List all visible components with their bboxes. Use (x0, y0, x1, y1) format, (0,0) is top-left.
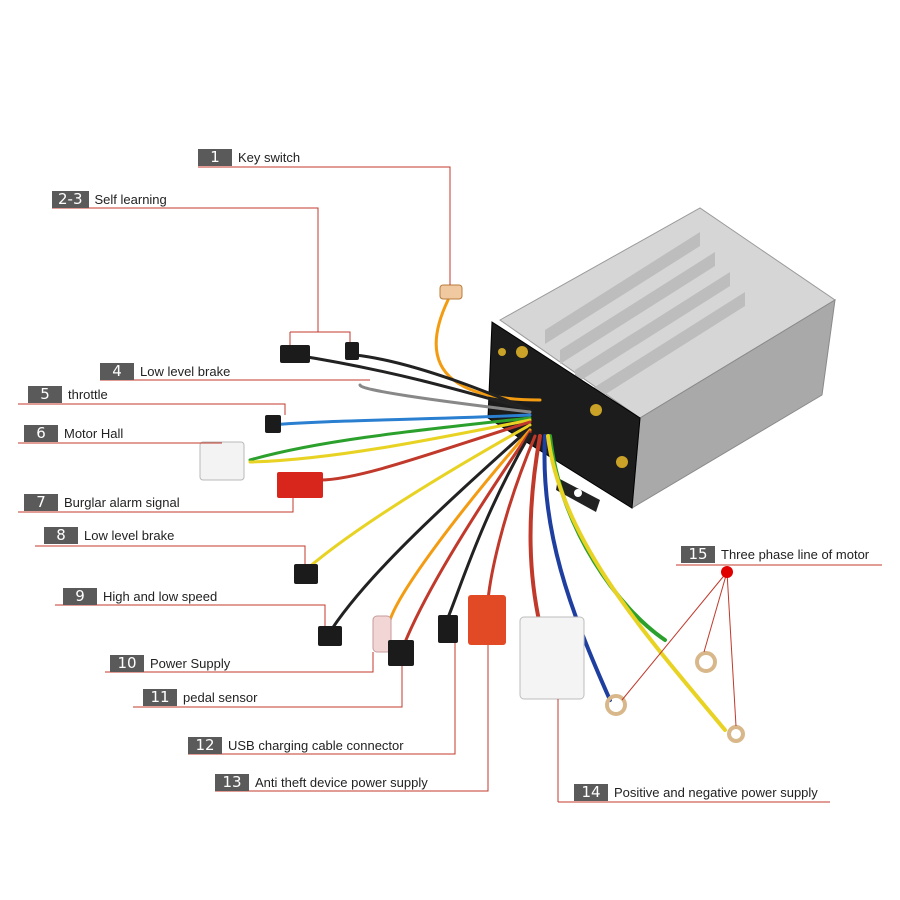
callout-number: 4 (100, 362, 134, 380)
callout-power-leads: 14 Positive and negative power supply (574, 783, 818, 801)
marker-dot-icon (721, 566, 733, 578)
callout-label: Three phase line of motor (721, 546, 870, 562)
callout-number: 5 (28, 385, 62, 403)
callout-burglar-alarm: 7 Burglar alarm signal (24, 493, 180, 511)
callout-low-level-brake-8: 8 Low level brake (44, 526, 174, 544)
pedal-sensor-connector (388, 640, 414, 666)
callout-number: 1 (198, 148, 232, 166)
callout-number: 15 (681, 545, 715, 563)
key-switch-connector (439, 284, 463, 300)
callout-label: Motor Hall (64, 425, 124, 441)
speed-connector (318, 626, 342, 646)
self-learning-connector (280, 345, 310, 363)
callout-usb-connector: 12 USB charging cable connector (188, 736, 404, 754)
callout-power-supply: 10 Power Supply (110, 654, 230, 672)
callout-motor-hall: 6 Motor Hall (24, 424, 123, 442)
callout-number: 8 (44, 526, 78, 544)
leader-lines (18, 166, 882, 803)
wire-bundle (248, 298, 727, 732)
callout-number: 6 (24, 424, 58, 442)
callout-label: throttle (68, 386, 108, 402)
callout-pedal-sensor: 11 pedal sensor (143, 688, 257, 706)
callout-label: Positive and negative power supply (614, 784, 818, 800)
screw-icon (498, 348, 506, 356)
callout-number: 14 (574, 783, 608, 801)
screw-icon (516, 346, 528, 358)
callout-label: Self learning (94, 191, 167, 207)
callout-number: 2-3 (52, 190, 89, 208)
callout-number: 9 (63, 587, 97, 605)
power-supply-connector (372, 615, 392, 653)
brake-connector (294, 564, 318, 584)
burglar-alarm-connector (277, 472, 323, 498)
callout-label: Key switch (238, 149, 301, 165)
usb-connector (438, 615, 458, 643)
main-power-connector (519, 616, 585, 700)
callout-self-learning: 2-3 Self learning (52, 190, 167, 208)
callout-label: High and low speed (103, 588, 218, 604)
callout-low-level-brake-4: 4 Low level brake (100, 362, 230, 380)
anti-theft-connector (468, 595, 506, 645)
callout-number: 12 (188, 736, 222, 754)
screw-icon (616, 456, 628, 468)
callout-number: 13 (215, 773, 249, 791)
callout-label: Burglar alarm signal (64, 494, 180, 510)
callout-key-switch: 1 Key switch (198, 148, 300, 166)
motor-hall-connector (199, 441, 245, 481)
callout-number: 11 (143, 688, 177, 706)
ring-terminal-icon (605, 694, 627, 716)
callout-label: pedal sensor (183, 689, 258, 705)
self-learning-connector (345, 342, 359, 360)
screw-icon (590, 404, 602, 416)
ring-terminal-icon (695, 651, 717, 673)
callout-number: 10 (110, 654, 144, 672)
ring-terminal-icon (727, 725, 745, 743)
connectors (199, 284, 745, 743)
callout-label: Low level brake (84, 527, 175, 543)
callout-label: Low level brake (140, 363, 231, 379)
callout-anti-theft: 13 Anti theft device power supply (215, 773, 428, 791)
callout-label: Anti theft device power supply (255, 774, 428, 790)
callout-throttle: 5 throttle (28, 385, 108, 403)
controller-housing (487, 207, 836, 512)
throttle-connector (265, 415, 281, 433)
callout-high-low-speed: 9 High and low speed (63, 587, 217, 605)
callout-three-phase: 15 Three phase line of motor (681, 545, 869, 563)
callout-label: Power Supply (150, 655, 231, 671)
callout-number: 7 (24, 493, 58, 511)
callout-label: USB charging cable connector (228, 737, 404, 753)
